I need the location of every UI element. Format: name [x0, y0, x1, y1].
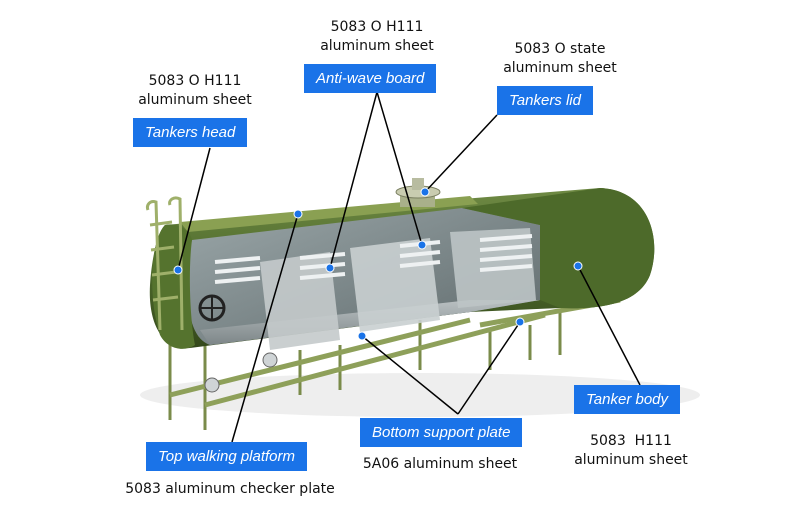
anti-wave-board-callout: Anti-wave board: [304, 64, 437, 93]
tankers-lid-material: 5083 O state aluminum sheet: [495, 40, 625, 78]
bottom-support-plate-material: 5A06 aluminum sheet: [362, 456, 518, 472]
bottom-support-plate-callout: Bottom support plate: [360, 418, 523, 447]
valves: [204, 352, 278, 393]
tankers-head-material: 5083 O H111 aluminum sheet: [130, 72, 260, 110]
tanker-body-material: 5083 H111 aluminum sheet: [566, 432, 696, 470]
leader-lines: [177, 91, 641, 443]
tank-head: [152, 224, 195, 349]
marker-dots: [173, 187, 583, 341]
ladder: [146, 196, 184, 331]
top-walking-platform-callout: Top walking platform: [146, 442, 308, 471]
tankers-head-material-line1: 5083 O H111: [148, 73, 242, 89]
tankers-lid-callout: Tankers lid: [497, 86, 593, 115]
tankers-lid-material-line2: aluminum sheet: [503, 60, 617, 76]
tanker-body-callout: Tanker body: [574, 385, 681, 414]
tankers-lid-material-line1: 5083 O state: [514, 41, 606, 57]
tank-body-right: [462, 188, 655, 309]
anti-wave-board-material-line1: 5083 O H111: [330, 19, 424, 35]
anti-wave-board-material: 5083 O H111 aluminum sheet: [312, 18, 442, 56]
manhole-wheel: [198, 294, 226, 322]
tankers-head-callout: Tankers head: [133, 118, 248, 147]
tanker-body-material-line2: aluminum sheet: [574, 452, 688, 468]
tankers-head-material-line2: aluminum sheet: [138, 92, 252, 108]
tanker-body-material-line1: 5083 H111: [590, 433, 672, 449]
top-walking-platform-material: 5083 aluminum checker plate: [125, 481, 335, 497]
anti-wave-board-material-line2: aluminum sheet: [320, 38, 434, 54]
heating-pipes: [214, 234, 533, 284]
